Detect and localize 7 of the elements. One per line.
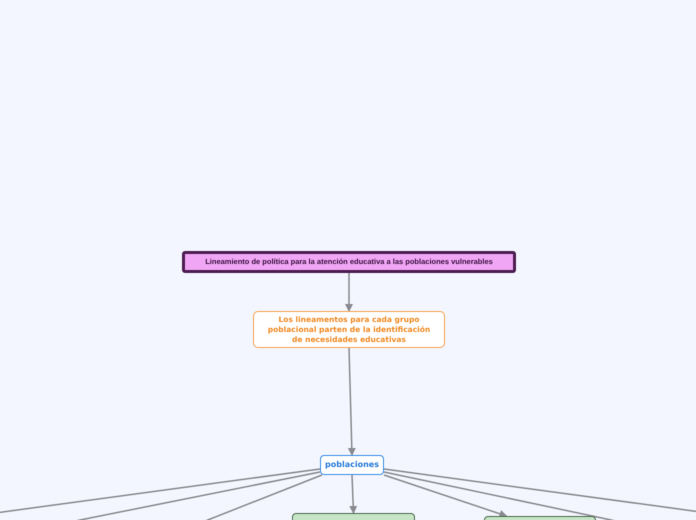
connector-line — [349, 474, 358, 514]
topic-box: poblaciones — [320, 455, 384, 475]
connector-line — [384, 474, 508, 518]
connector-line — [0, 468, 320, 514]
connector-line — [384, 468, 696, 513]
connector-line — [348, 348, 356, 456]
connector-line — [345, 273, 353, 312]
